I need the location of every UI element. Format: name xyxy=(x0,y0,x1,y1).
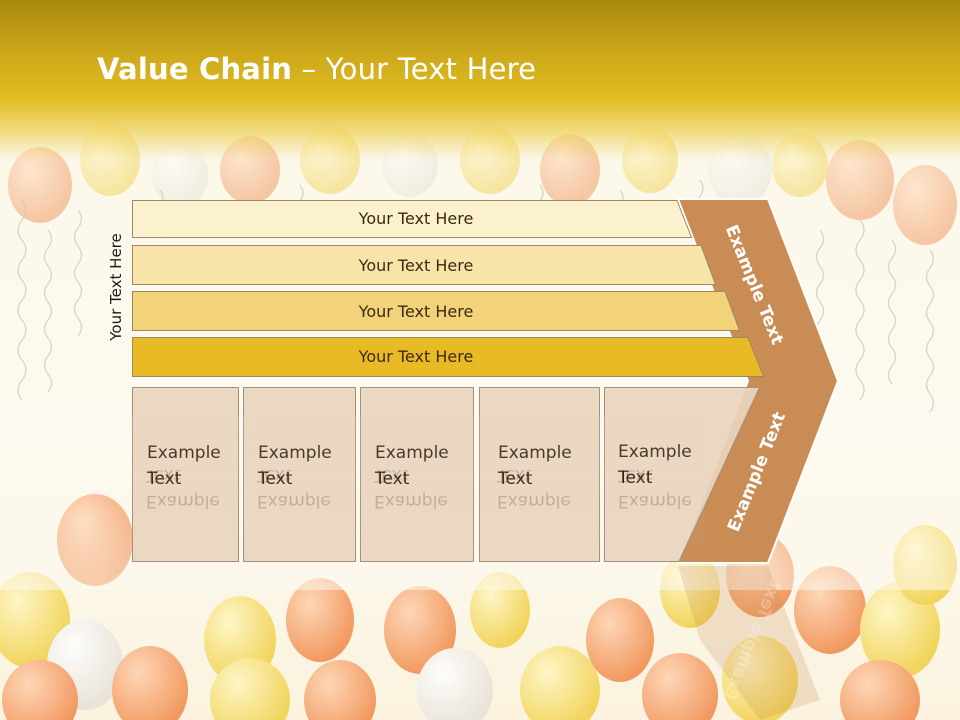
primary-box-2-line2: Text xyxy=(258,469,293,489)
title-banner xyxy=(0,0,960,160)
support-bar-4-label: Your Text Here xyxy=(358,347,474,366)
support-bar-2: Your Text Here xyxy=(132,245,716,285)
primary-box-3-line2: Text xyxy=(375,469,410,489)
primary-box-4-line1: Example xyxy=(498,443,572,463)
support-bar-3: Your Text Here xyxy=(132,291,740,331)
support-bar-1-shape xyxy=(132,200,692,238)
support-bar-1-label: Your Text Here xyxy=(358,209,474,228)
support-bar-3-shape xyxy=(132,291,740,331)
support-bar-1: Your Text Here xyxy=(132,200,692,238)
primary-box-3-line1: Example xyxy=(375,443,449,463)
primary-box-5-line2: Text xyxy=(618,468,653,488)
page-title: Value Chain – Your Text Here xyxy=(97,52,536,86)
title-bold: Value Chain xyxy=(97,52,293,86)
support-bar-4-shape xyxy=(132,337,764,377)
support-bar-2-shape xyxy=(132,245,716,285)
primary-box-1-line2: Text xyxy=(147,469,182,489)
primary-box-2-line1: Example xyxy=(258,443,332,463)
support-bar-2-label: Your Text Here xyxy=(358,256,474,275)
support-bar-3-label: Your Text Here xyxy=(358,302,474,321)
primary-box-1-line1: Example xyxy=(147,443,221,463)
title-rest: – Your Text Here xyxy=(292,52,537,86)
primary-box-5-line1: Example xyxy=(618,442,692,462)
support-bar-4: Your Text Here xyxy=(132,337,764,377)
primary-box-4-line2: Text xyxy=(498,469,533,489)
